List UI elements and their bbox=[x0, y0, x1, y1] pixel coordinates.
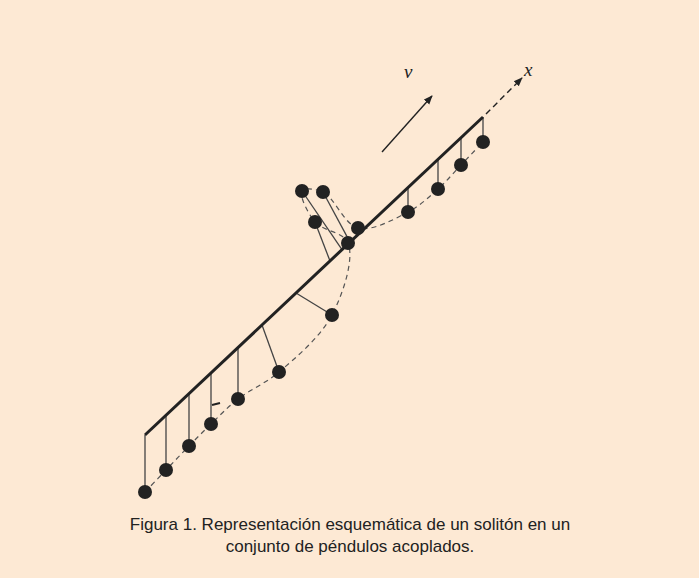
pendulum-rods bbox=[145, 117, 483, 492]
pendulum-rod bbox=[144, 435, 145, 492]
soliton-envelope bbox=[145, 142, 483, 492]
pendulum-bob bbox=[204, 417, 218, 431]
pendulum-bob bbox=[182, 439, 196, 453]
axis-label: x bbox=[524, 60, 532, 79]
pendulum-bob bbox=[454, 158, 468, 172]
pendulum-bob bbox=[231, 392, 245, 406]
pendulum-rod bbox=[237, 348, 238, 399]
pendulum-rod bbox=[262, 325, 279, 372]
pendulum-bob bbox=[341, 236, 355, 250]
pendulum-rod bbox=[165, 415, 166, 470]
x-axis-arrow bbox=[486, 78, 522, 114]
pendulum-bob bbox=[401, 205, 415, 219]
tick-mark bbox=[212, 403, 220, 405]
pendulum-bobs bbox=[138, 135, 490, 499]
pendulum-rod bbox=[323, 192, 350, 242]
velocity-arrow bbox=[382, 96, 432, 152]
pendulum-bob bbox=[351, 221, 365, 235]
support-axis bbox=[145, 117, 483, 435]
pendulum-bob bbox=[295, 184, 309, 198]
pendulum-rod bbox=[302, 191, 342, 250]
pendulum-bob bbox=[476, 135, 490, 149]
pendulum-rod bbox=[188, 394, 189, 446]
pendulum-bob bbox=[159, 463, 173, 477]
pendulum-bob bbox=[308, 215, 322, 229]
pendulum-bob bbox=[431, 182, 445, 196]
figure-caption: Figura 1. Representación esquemática de … bbox=[120, 514, 580, 558]
pendulum-bob bbox=[316, 185, 330, 199]
pendulum-bob bbox=[138, 485, 152, 499]
pendulum-bob bbox=[325, 308, 339, 322]
axis-label: v bbox=[404, 62, 412, 81]
pendulum-rod bbox=[210, 373, 211, 424]
pendulum-bob bbox=[272, 365, 286, 379]
